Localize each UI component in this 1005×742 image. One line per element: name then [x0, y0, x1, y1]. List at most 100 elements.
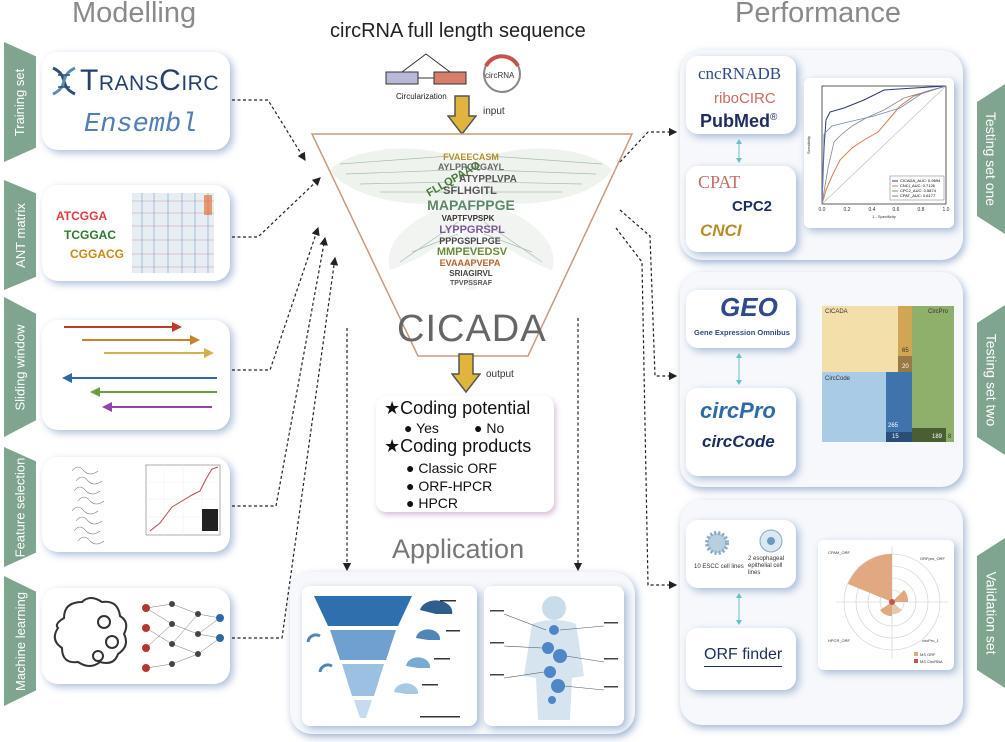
ensembl-logo: Ensembl — [84, 110, 198, 140]
tab-testing-set-one: Testing set one — [977, 84, 1005, 234]
treemap-num-20: 20 — [902, 364, 909, 370]
treemap-cicada-20 — [898, 356, 912, 372]
word-cloud-13: TPVPSSRAF — [450, 280, 493, 287]
treemap-circcode — [822, 372, 886, 442]
orf-finder-card: ORF finder — [686, 628, 796, 690]
tab-machine-learning: Machine learning — [4, 576, 36, 706]
pubmed-logo: PubMed® — [700, 111, 778, 131]
orf-finder-logo: ORF finder — [704, 646, 783, 667]
cpat-logo: CPAT — [698, 172, 741, 192]
input-arrow-icon — [447, 95, 477, 136]
cpc2-logo: CPC2 — [732, 198, 773, 215]
tab-validation-set: Validation set — [977, 538, 1005, 688]
word-cloud-12: SRIAGIRVL — [449, 269, 493, 278]
feature-selection-plot — [71, 464, 221, 545]
treemap-label-circcode: CircCode — [825, 376, 851, 382]
word-cloud-2: AYLPPGPGAYL — [438, 162, 505, 172]
cnci-logo: CNCI — [700, 221, 742, 240]
word-cloud-10: MMPEVEDSV — [437, 246, 508, 258]
ant-seq-2: TCGGAC — [64, 228, 116, 242]
circrna-badge: circRNA — [485, 71, 515, 80]
dna-helix-icon — [52, 66, 76, 96]
application-funnel-graphic — [306, 596, 460, 718]
ant-seq-3: CGGACG — [70, 247, 124, 261]
word-cloud-6: MAPAFPPGE — [427, 197, 515, 213]
roc-tick-x-3: 0.6 — [893, 207, 900, 213]
ribocirc-logo: riboCIRC — [714, 90, 776, 107]
cncrnadb-logo: cncRNADB — [698, 64, 782, 83]
output-arrow-icon — [451, 353, 481, 394]
radial-label-1: CPAM_ORF — [828, 550, 850, 555]
no-option: ● No — [474, 420, 505, 436]
word-cloud-4: ATYPPLVPA — [459, 174, 517, 185]
roc-legend-1: CICADA_AUC: 0.9694 — [900, 178, 941, 183]
word-cloud-9: PPPGSPLPGE — [439, 236, 501, 246]
application-panel — [290, 572, 635, 734]
ant-heatmap — [132, 193, 214, 273]
epithelial-label: 2 esophageal epithelial cell lines — [748, 556, 785, 576]
cell-lines-card: 10 ESCC cell lines 2 esophageal epitheli… — [686, 520, 796, 588]
radial-chart: CPAM_ORF ORFpro_ORF circPro_1 HPCR_ORF M… — [828, 546, 948, 664]
application-header: Application — [392, 534, 525, 564]
radial-segment-large — [848, 554, 892, 602]
roc-tick-x-5: 1.0 — [943, 207, 950, 213]
geo-subtitle: Gene Expression Omnibus — [694, 328, 790, 337]
roc-legend-2: CNCI_AUC: 0.7126 — [900, 183, 936, 188]
treemap-num-189: 189 — [932, 434, 943, 440]
treemap-circpro — [912, 306, 954, 442]
circpro-logo: circPro — [700, 398, 776, 423]
training-set-card: TransCirc Ensembl — [42, 52, 230, 150]
testing-set-two-panel: GEO Gene Expression Omnibus circPro circ… — [680, 272, 963, 487]
tab-feature-selection: Feature selection — [4, 447, 36, 567]
validation-set-panel: 10 ESCC cell lines 2 esophageal epitheli… — [680, 500, 963, 725]
brain-network-icon — [53, 597, 224, 672]
coding-potential-label: ★Coding potential — [384, 398, 531, 418]
roc-tick-x-4: 0.8 — [918, 207, 925, 213]
sequence-title: circRNA full length sequence — [330, 20, 586, 42]
cells-orf-link — [736, 593, 742, 625]
roc-tick-x-0: 0.0 — [819, 207, 826, 213]
tab-training-set: Training set — [4, 42, 36, 162]
coding-output-card: ★Coding potential ● Yes ● No ★Coding pro… — [376, 396, 554, 512]
word-cloud-8: LYPPGRSPL — [439, 224, 505, 236]
application-body-card — [484, 586, 624, 726]
testing-set-one-panel: cncRNADB riboCIRC PubMed® CPAT CPC2 CNCI… — [680, 50, 963, 260]
sliding-window-arrows — [62, 322, 217, 412]
geo-logo: GEO — [720, 292, 778, 322]
coding-products-label: ★Coding products — [384, 436, 532, 456]
treemap: CICADA CircPro CircCode 65 20 265 15 189… — [822, 306, 954, 442]
word-cloud-11: EVAAAPVEPA — [440, 258, 501, 268]
roc-legend-4: CPAT_AUC: 0.6177 — [900, 193, 936, 198]
roc-chart-card: CICADA_AUC: 0.9694 CNCI_AUC: 0.7126 CPC2… — [804, 78, 954, 228]
treemap-num-265: 265 — [888, 423, 899, 429]
treemap-circcode-15 — [886, 432, 912, 442]
tab-testing-set-two: Testing set two — [977, 305, 1005, 455]
circcode-logo: circCode — [702, 432, 775, 451]
treemap-circcode-265 — [886, 372, 912, 432]
circularization-label: Circularization — [396, 92, 447, 101]
sliding-window-card — [42, 320, 230, 430]
input-label: input — [483, 106, 505, 117]
escc-label: 10 ESCC cell lines — [694, 564, 744, 570]
geo-tools-link — [736, 353, 742, 385]
cicada-funnel: FVAEECASM AYLPPGPGAYL FLLQPAAQ ATYPPLVPA… — [310, 133, 634, 357]
geo-card: GEO Gene Expression Omnibus — [686, 290, 796, 348]
radial-label-4: HPCR_ORF — [828, 638, 851, 643]
performance-header: Performance — [735, 0, 902, 29]
radial-legend-1: MS ORF — [920, 652, 936, 657]
radial-legend-2: MS CircRNA — [920, 659, 943, 664]
machine-learning-card — [42, 588, 230, 684]
treemap-num-15: 15 — [892, 434, 899, 440]
ant-seq-1: ATCGGA — [56, 209, 108, 223]
db-tools-link — [736, 139, 742, 163]
roc-x-label: 1 - Specificity — [872, 214, 896, 219]
yes-option: ● Yes — [404, 420, 439, 436]
circularization-illustration — [385, 53, 521, 93]
product-orf-hpcr: ● ORF-HPCR — [406, 478, 493, 494]
tools-card: CPAT CPC2 CNCI — [686, 166, 796, 252]
roc-tick-x-2: 0.4 — [869, 207, 876, 213]
roc-chart: CICADA_AUC: 0.9694 CNCI_AUC: 0.7126 CPC2… — [806, 85, 950, 219]
word-cloud-1: FVAEECASM — [443, 152, 499, 162]
treemap-cicada — [822, 306, 898, 372]
transcirc-logo: TransCirc — [80, 64, 220, 97]
